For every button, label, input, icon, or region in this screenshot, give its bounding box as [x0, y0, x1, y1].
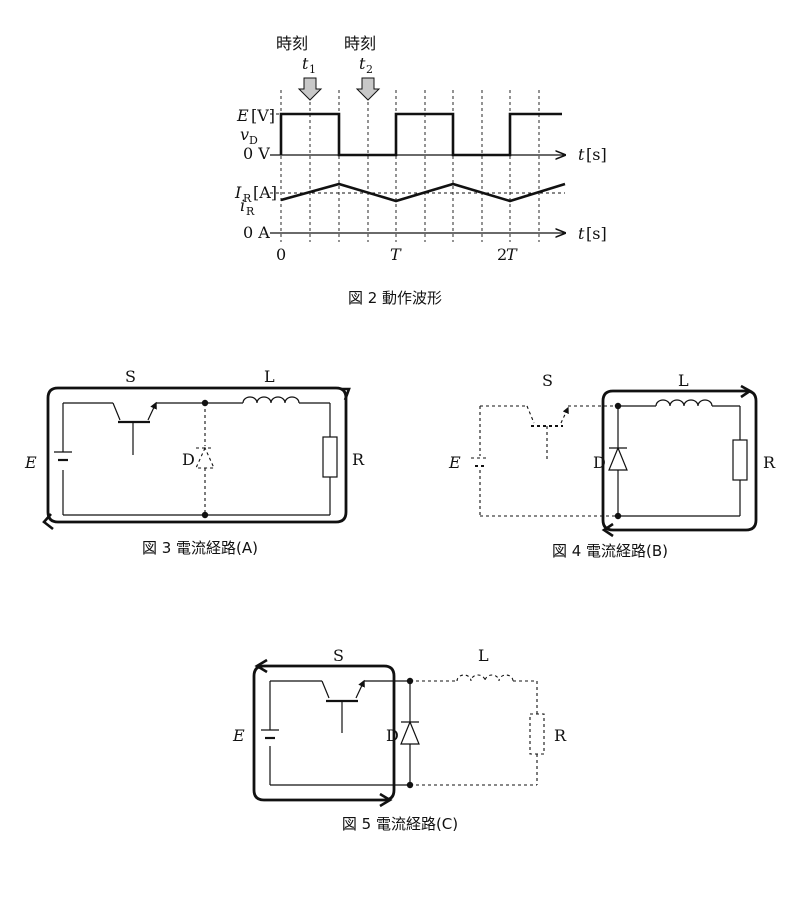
label-d: D	[182, 450, 195, 469]
t1-subscript: 1	[309, 63, 316, 76]
ir-level-label: I	[234, 183, 242, 202]
label-r: R	[763, 453, 776, 472]
tick-t: T	[390, 245, 402, 264]
fig2-waveforms: 時刻 時刻 t 1 t 2 v D E [V] 0 V t [s] i R I …	[234, 34, 607, 307]
diode-symbol-on	[608, 446, 628, 471]
ir-label: i	[240, 196, 245, 215]
label-r: R	[554, 726, 567, 745]
tick-0: 0	[276, 245, 286, 264]
label-d: D	[386, 726, 399, 745]
ir-level-unit: [A]	[253, 183, 277, 202]
label-d: D	[593, 453, 606, 472]
ir-axis-unit: [s]	[586, 224, 607, 243]
path-arrow-icon	[740, 384, 753, 399]
t1-arrow-icon	[297, 77, 323, 101]
label-s: S	[125, 367, 136, 386]
ir-level-subscript: R	[243, 192, 252, 205]
t2-subscript: 2	[366, 63, 373, 76]
transistor-emitter-arrow	[355, 679, 365, 699]
resistor-body	[322, 436, 338, 478]
fig5-circuit: S L E D R 図 5 電流経路(C)	[232, 646, 567, 833]
fig3-caption: 図 3 電流経路(A)	[142, 539, 258, 557]
label-e: E	[232, 726, 245, 745]
fig4-caption: 図 4 電流経路(B)	[552, 542, 668, 560]
label-s: S	[333, 646, 344, 665]
fig5-caption: 図 5 電流経路(C)	[342, 815, 458, 833]
path-arrow-icon	[601, 522, 614, 538]
vd-axis-unit: [s]	[586, 145, 607, 164]
zero-a-label: 0 A	[243, 223, 270, 242]
transistor-emitter-arrow	[147, 401, 157, 421]
vd-waveform	[279, 112, 562, 157]
t2-arrow-icon	[355, 77, 381, 101]
path-arrow-icon	[341, 387, 351, 401]
label-r: R	[352, 450, 365, 469]
vd-label: v	[240, 125, 249, 144]
vd-axis-t: t	[578, 145, 585, 164]
fig3-circuit: S L E D R 図 3 電流経路(A)	[24, 367, 365, 557]
fig4-circuit: S L E D R 図 4 電流経路(B)	[448, 371, 776, 560]
zero-v-label: 0 V	[243, 144, 270, 163]
inductor-coil	[655, 399, 713, 407]
label-l: L	[678, 371, 689, 390]
label-l: L	[478, 646, 489, 665]
label-e: E	[24, 453, 37, 472]
t2-time-caption: 時刻	[344, 34, 376, 53]
fig2-caption: 図 2 動作波形	[348, 289, 442, 307]
ir-waveform	[280, 182, 566, 203]
diode-symbol-on	[400, 720, 420, 745]
diode-symbol-off	[195, 446, 215, 469]
current-path-a	[46, 386, 348, 524]
vd-subscript: D	[249, 134, 258, 147]
e-level-unit: [V]	[251, 106, 275, 125]
tick-2t-prefix: 2	[497, 245, 507, 264]
t1-time-caption: 時刻	[276, 34, 308, 53]
path-arrow-icon	[254, 658, 268, 674]
tick-2t: T	[506, 245, 518, 264]
path-arrow-icon	[42, 513, 54, 531]
label-e: E	[448, 453, 461, 472]
ir-subscript: R	[246, 205, 255, 218]
t2-label: t	[359, 54, 366, 73]
path-arrow-icon	[379, 792, 393, 808]
ir-axis-t: t	[578, 224, 585, 243]
t1-label: t	[302, 54, 309, 73]
inductor-coil	[242, 396, 300, 404]
label-s: S	[542, 371, 553, 390]
label-l: L	[264, 367, 275, 386]
resistor-body	[732, 439, 748, 481]
e-level-label: E	[236, 106, 249, 125]
